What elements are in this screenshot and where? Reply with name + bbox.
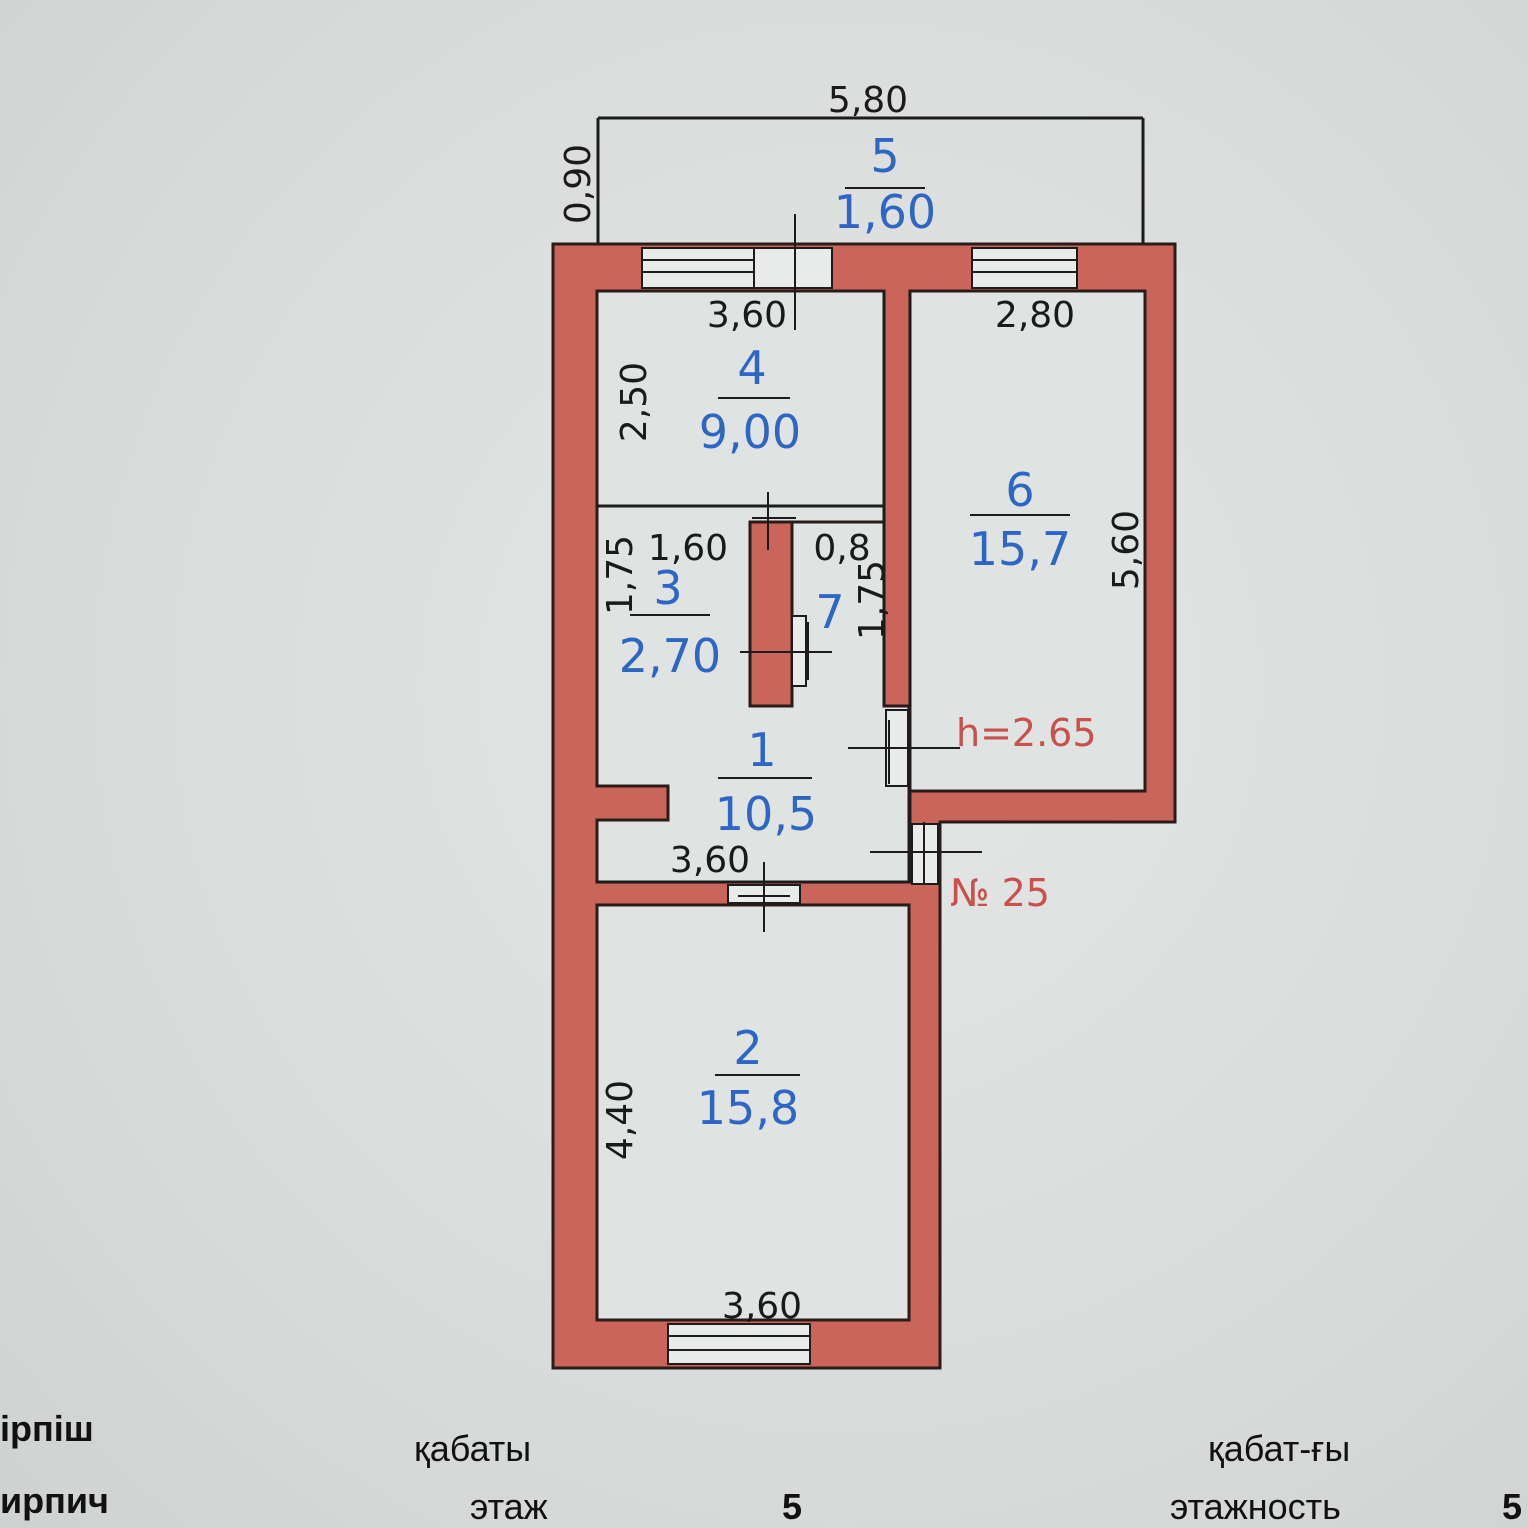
room-2-floor (595, 903, 911, 1322)
room-1-number: 1 (747, 723, 776, 777)
room-5-area: 1,60 (834, 185, 936, 239)
dim-balcony-depth: 0,90 (558, 144, 599, 224)
dim-room6-width: 2,80 (995, 295, 1075, 336)
dim-room2-width: 3,60 (722, 1286, 802, 1327)
floor-label-kz: қабаты (414, 1428, 532, 1469)
dim-room3-width: 1,60 (648, 528, 728, 569)
fraction-bars (630, 187, 1070, 1076)
room-7-number: 7 (815, 585, 844, 639)
floors-label-kz: қабат-ғы (1208, 1428, 1351, 1469)
apartment-number: № 25 (950, 871, 1050, 915)
room-5-number: 5 (870, 129, 899, 183)
room-6-number: 6 (1005, 463, 1034, 517)
dim-room7-depth: 1,75 (852, 560, 893, 640)
balcony (596, 116, 1145, 244)
floor-label-ru: этаж (470, 1486, 548, 1527)
window-room4 (641, 247, 755, 289)
room-2-area: 15,8 (697, 1081, 799, 1135)
balcony-door (753, 247, 833, 289)
dim-room7-width: 0,8 (813, 528, 870, 569)
material-ru: ирпич (0, 1480, 109, 1521)
dim-room4-depth: 2,50 (614, 362, 655, 442)
floors-label-ru: этажность (1170, 1486, 1341, 1527)
room-4-number: 4 (737, 341, 766, 395)
dim-room6-depth: 5,60 (1106, 510, 1147, 590)
dim-top-width: 5,80 (828, 80, 908, 121)
floor-value: 5 (782, 1486, 803, 1527)
ceiling-height: h=2.65 (956, 711, 1097, 755)
dim-hall-width: 3,60 (670, 840, 750, 881)
room-floors (595, 289, 1147, 1322)
room-3-area: 2,70 (619, 629, 721, 683)
room-6-floor (908, 289, 1147, 793)
room-6-area: 15,7 (969, 522, 1071, 576)
dim-room3-depth: 1,75 (600, 535, 641, 615)
window-room6 (971, 247, 1078, 289)
door-marks (738, 214, 982, 932)
floors-value: 5 (1502, 1486, 1523, 1527)
material-kz: ірпіш (0, 1408, 94, 1449)
room-2-number: 2 (733, 1021, 762, 1075)
room-4-area: 9,00 (699, 405, 801, 459)
window-room2 (667, 1323, 811, 1365)
room-3-number: 3 (653, 561, 682, 615)
room-1-area: 10,5 (715, 787, 817, 841)
dim-room4-width: 3,60 (707, 295, 787, 336)
dim-room2-depth: 4,40 (600, 1080, 641, 1160)
